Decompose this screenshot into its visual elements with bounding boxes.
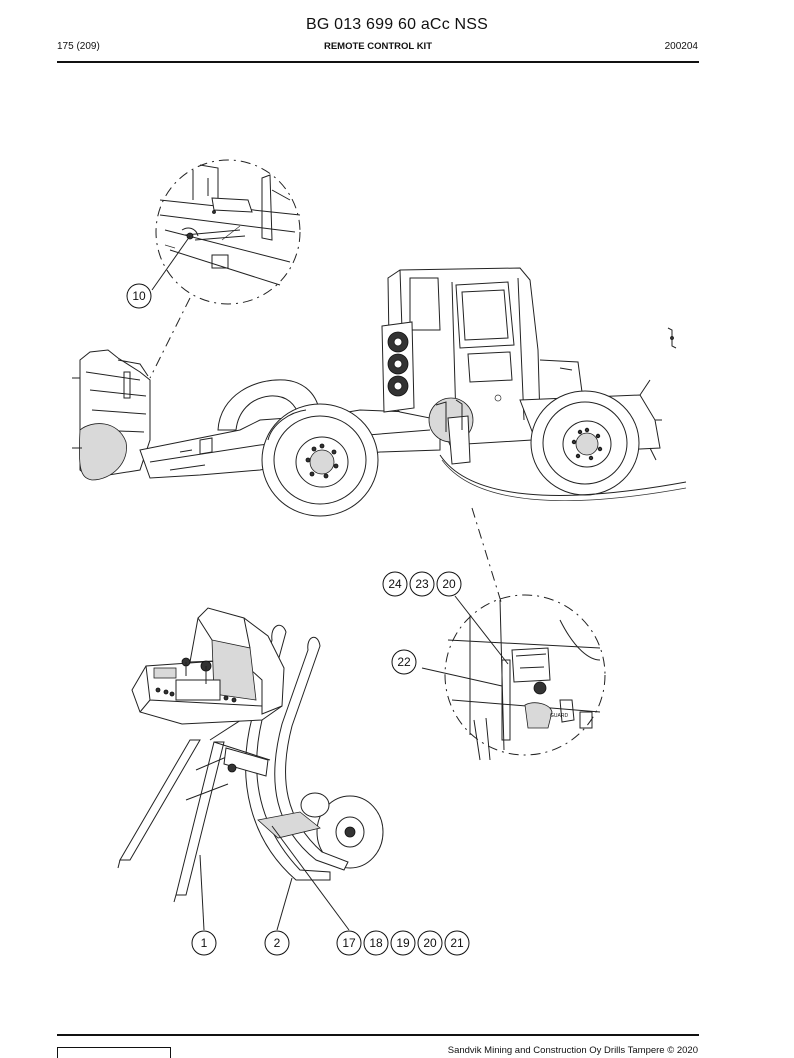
document-title: BG 013 699 60 aCc NSS [305, 16, 489, 33]
callout-10: 10 [126, 283, 152, 309]
footer-rule [57, 1034, 699, 1036]
header-rule [57, 61, 699, 63]
callout-22: 22 [391, 649, 417, 675]
detail-view-front [155, 159, 301, 305]
machine-illustration [72, 267, 687, 517]
svg-text:22: 22 [397, 655, 411, 669]
svg-text:19: 19 [396, 936, 410, 950]
callout-18: 18 [363, 930, 389, 956]
detail-view-side: GUARD [444, 594, 606, 761]
svg-text:1: 1 [201, 936, 208, 950]
leader-1 [199, 854, 205, 931]
svg-text:17: 17 [342, 936, 356, 950]
svg-text:23: 23 [415, 577, 429, 591]
svg-text:18: 18 [369, 936, 383, 950]
callout-17: 17 [336, 930, 362, 956]
callout-1: 1 [191, 930, 217, 956]
callout-23: 23 [409, 571, 435, 597]
leader-20-top [454, 595, 509, 665]
svg-text:21: 21 [450, 936, 464, 950]
callout-19: 19 [390, 930, 416, 956]
leader-dash-front [149, 297, 191, 379]
svg-text:20: 20 [442, 577, 456, 591]
callout-20-bottom: 20 [417, 930, 443, 956]
document-date: 200204 [664, 41, 698, 52]
section-title: REMOTE CONTROL KIT [323, 41, 433, 52]
callout-20-top: 20 [436, 571, 462, 597]
leader-17 [271, 825, 350, 931]
svg-text:20: 20 [423, 936, 437, 950]
callout-2: 2 [264, 930, 290, 956]
svg-text:10: 10 [132, 289, 146, 303]
leader-2 [276, 877, 293, 931]
callout-21: 21 [444, 930, 470, 956]
callout-24: 24 [382, 571, 408, 597]
remote-control-unit [117, 607, 384, 903]
leader-22 [421, 667, 503, 687]
svg-text:24: 24 [388, 577, 402, 591]
footer-copyright: Sandvik Mining and Construction Oy Drill… [447, 1045, 698, 1056]
leader-10 [151, 235, 191, 291]
page-number: 175 (209) [57, 41, 100, 52]
svg-text:2: 2 [274, 936, 281, 950]
svg-text:GUARD: GUARD [550, 713, 568, 719]
leader-dash-side [471, 507, 503, 606]
